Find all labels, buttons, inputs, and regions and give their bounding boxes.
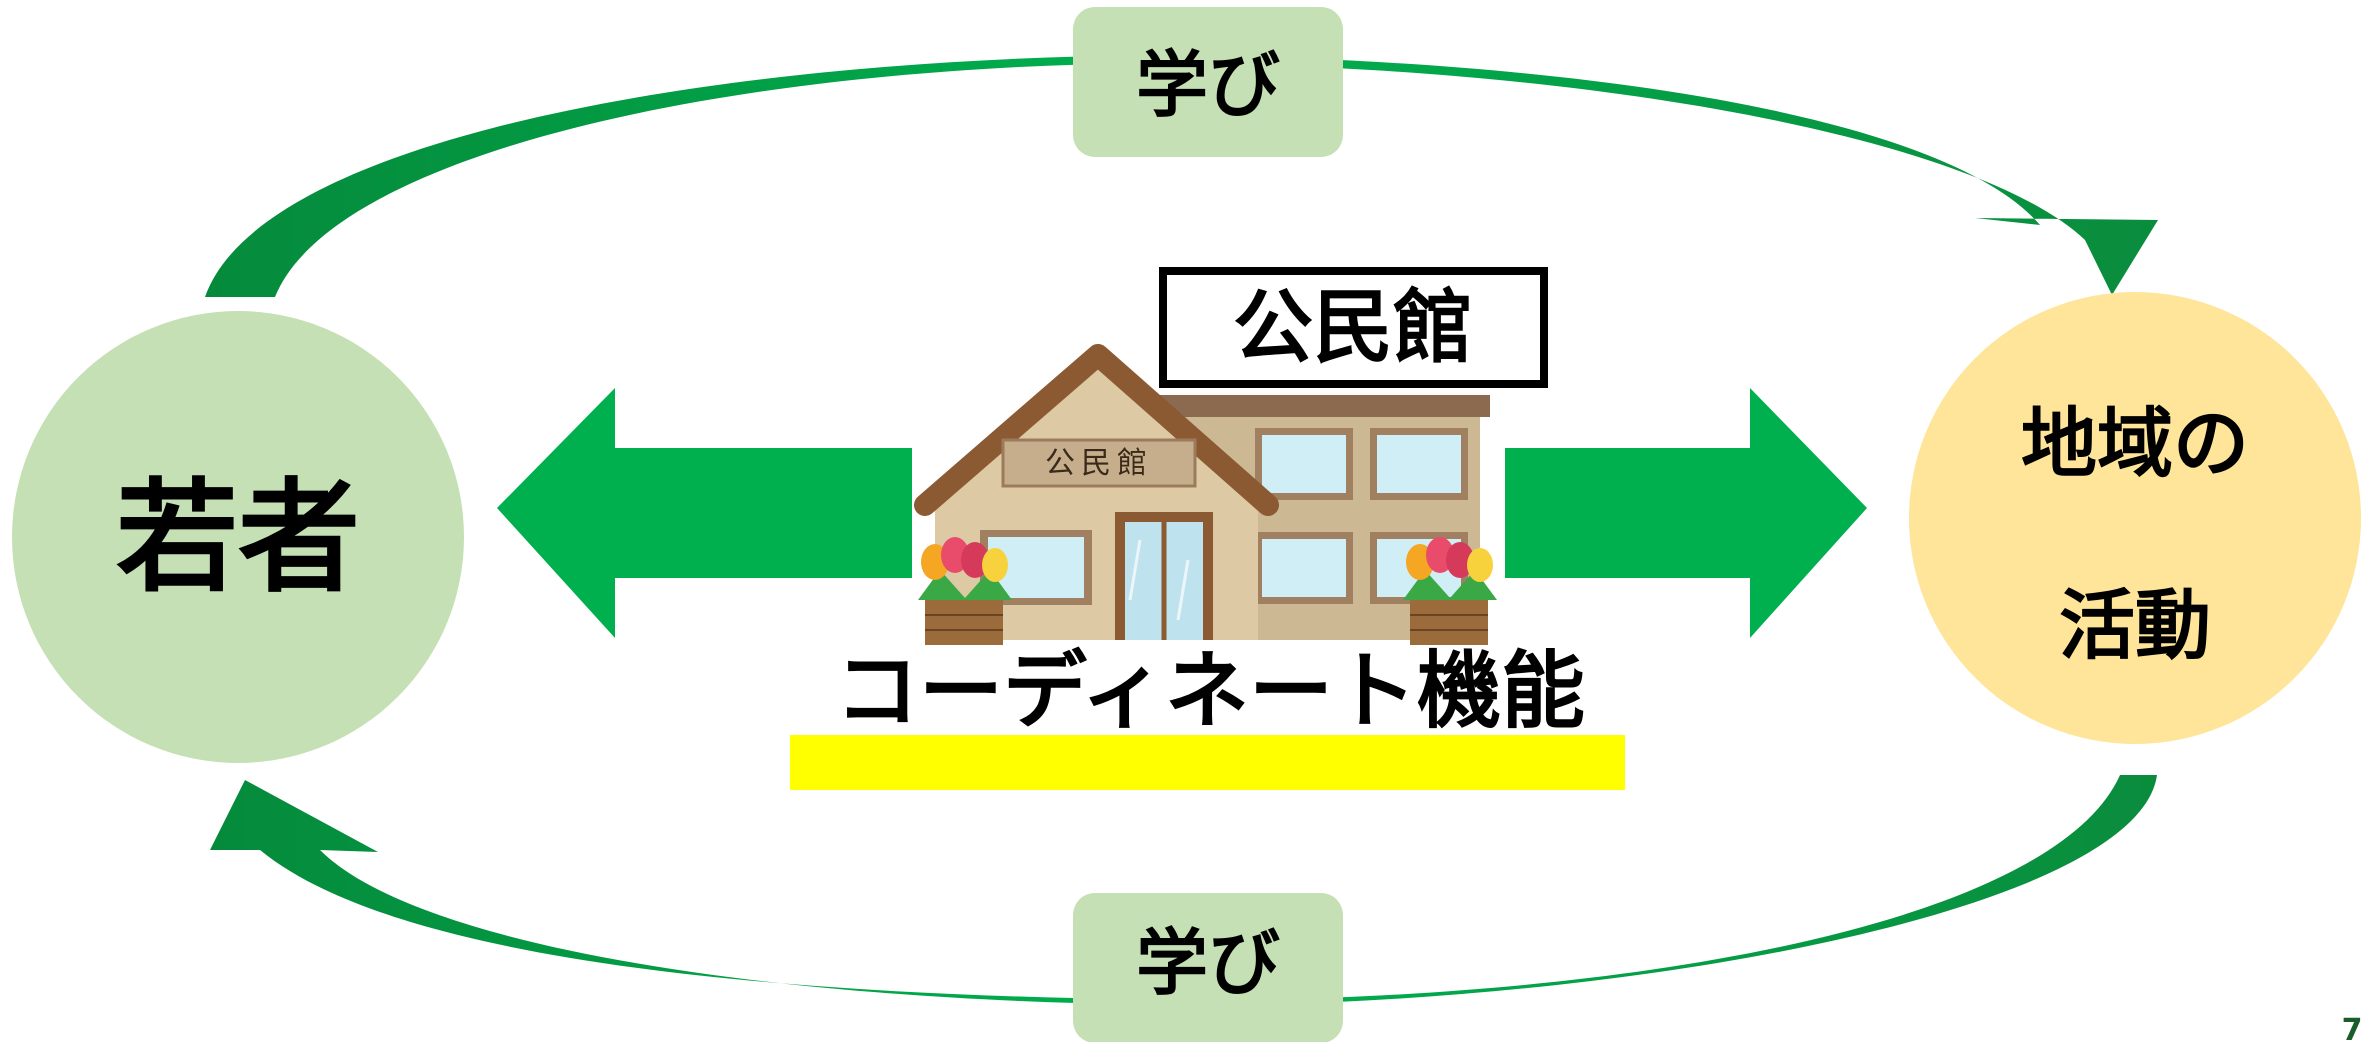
highlight-bar [790,735,1625,790]
community-label-line2: 活動 [2059,581,2211,670]
flower-basket-left [918,537,1012,645]
coordinate-label: コーディネート機能 [835,642,1585,740]
youth-label: 若者 [116,467,360,609]
building-sign-text: 公民館 [1045,446,1153,481]
top-label-text: 学び [1136,43,1280,127]
right-arrow [1505,388,1867,638]
flower-basket-right [1403,537,1497,645]
building-title-text: 公民館 [1233,281,1473,374]
left-arrow [497,388,912,638]
community-circle [1909,292,2361,744]
youth-circle [12,311,464,763]
building-illustration [914,344,1497,645]
building-title-box [1159,267,1548,388]
community-label-line1: 地域の [2021,399,2249,488]
top-label-box [1073,7,1343,157]
bottom-label-text: 学び [1136,921,1280,1005]
bottom-label-box [1073,893,1343,1042]
page-number: 7 [2342,1013,2363,1042]
